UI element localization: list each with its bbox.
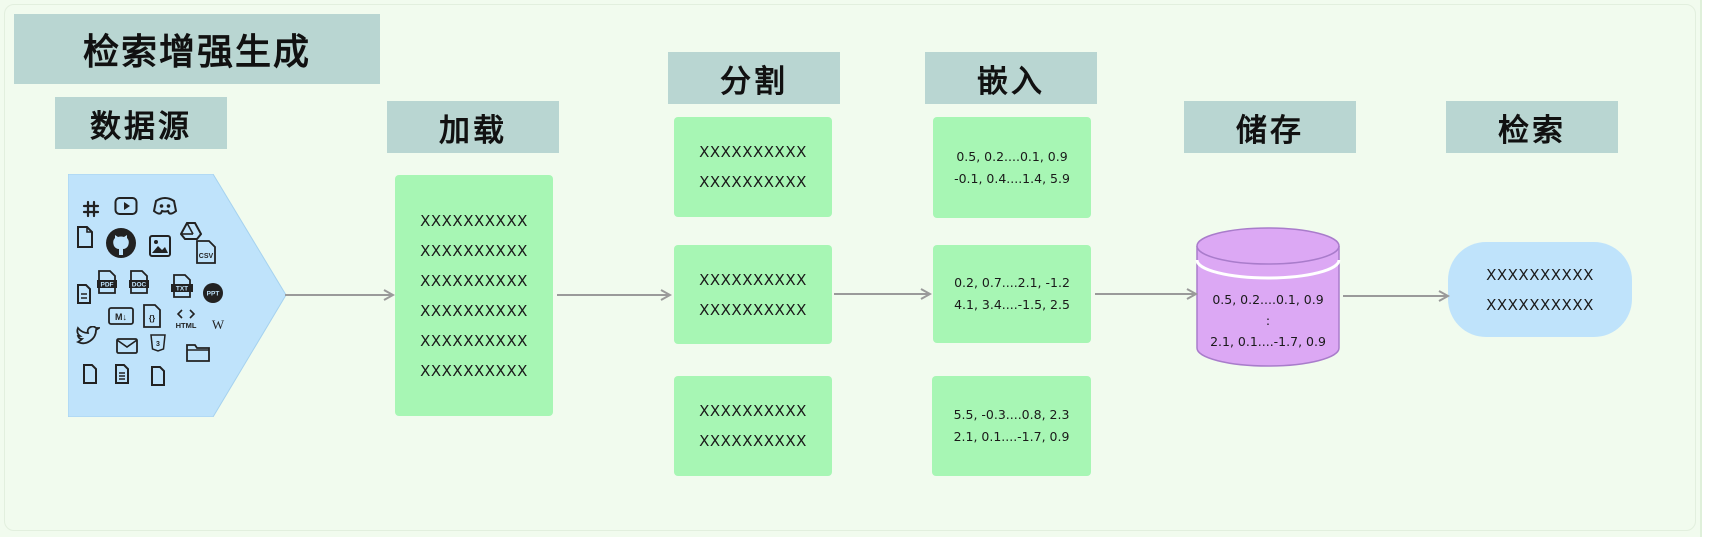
vector-line: 0.2, 0.7....2.1, -1.2: [954, 275, 1070, 290]
slack-icon: [82, 200, 100, 218]
diagram-panel: [4, 4, 1696, 531]
embedding-box: 5.5, -0.3....0.8, 2.3 2.1, 0.1....-1.7, …: [932, 376, 1091, 476]
txt-icon: TXT: [171, 274, 193, 298]
svg-text:W: W: [212, 317, 225, 332]
label-split: 分割: [668, 52, 840, 104]
split-chunk: XXXXXXXXXX XXXXXXXXXX: [674, 376, 832, 476]
svg-text:DOC: DOC: [132, 282, 147, 289]
svg-text:TXT: TXT: [176, 286, 188, 293]
svg-text:HTML: HTML: [176, 321, 197, 330]
load-line: XXXXXXXXXX: [420, 301, 528, 320]
discord-icon: [152, 197, 178, 215]
database-values: 0.5, 0.2....0.1, 0.9 : 2.1, 0.1....-1.7,…: [1195, 280, 1341, 360]
diagram-title: 检索增强生成: [14, 14, 380, 84]
json-icon: {}: [143, 304, 161, 328]
file-icon: [83, 364, 97, 384]
youtube-icon: [114, 197, 138, 215]
db-line: :: [1265, 312, 1271, 328]
label-store: 储存: [1184, 101, 1356, 153]
chunk-line: XXXXXXXXXX: [699, 432, 807, 450]
ppt-icon: PPT: [203, 283, 223, 303]
db-line: 2.1, 0.1....-1.7, 0.9: [1210, 333, 1326, 349]
retrieval-line: XXXXXXXXXX: [1486, 265, 1594, 284]
markdown-icon: M↓: [108, 307, 134, 325]
label-retrieve: 检索: [1446, 101, 1618, 153]
chunk-line: XXXXXXXXXX: [699, 402, 807, 420]
load-line: XXXXXXXXXX: [420, 241, 528, 260]
embedding-box: 0.2, 0.7....2.1, -1.2 4.1, 3.4....-1.5, …: [933, 245, 1091, 343]
vector-line: 5.5, -0.3....0.8, 2.3: [953, 407, 1070, 422]
text-file-icon: [115, 364, 129, 384]
css-icon: 3: [150, 334, 166, 352]
folder-icon: [186, 344, 210, 362]
github-icon: [106, 228, 136, 258]
svg-text:{}: {}: [149, 314, 155, 323]
wikipedia-icon: W: [212, 317, 225, 332]
vector-database-icon: [1195, 227, 1341, 367]
split-chunk: XXXXXXXXXX XXXXXXXXXX: [674, 245, 832, 344]
load-line: XXXXXXXXXX: [420, 211, 528, 230]
vector-line: 4.1, 3.4....-1.5, 2.5: [954, 297, 1070, 312]
pdf-icon: PDF: [97, 270, 117, 294]
image-icon: [149, 235, 171, 257]
svg-text:3: 3: [156, 341, 160, 348]
load-line: XXXXXXXXXX: [420, 331, 528, 350]
file-icon: [151, 366, 165, 386]
file-icon: [77, 226, 93, 248]
label-embed: 嵌入: [925, 52, 1097, 104]
split-chunk: XXXXXXXXXX XXXXXXXXXX: [674, 117, 832, 217]
vector-line: 2.1, 0.1....-1.7, 0.9: [953, 429, 1070, 444]
chunk-line: XXXXXXXXXX: [699, 143, 807, 161]
csv-icon: CSV: [196, 240, 216, 264]
retrieval-result: XXXXXXXXXX XXXXXXXXXX: [1448, 242, 1632, 337]
label-load: 加载: [387, 101, 559, 153]
twitter-icon: [76, 326, 100, 345]
vector-line: -0.1, 0.4....1.4, 5.9: [954, 170, 1070, 186]
google-drive-icon: [180, 222, 202, 240]
db-line: 0.5, 0.2....0.1, 0.9: [1212, 291, 1324, 307]
load-line: XXXXXXXXXX: [420, 361, 528, 380]
svg-text:M↓: M↓: [115, 312, 127, 322]
svg-text:PPT: PPT: [207, 291, 220, 298]
svg-text:PDF: PDF: [101, 282, 114, 289]
html-icon: HTML: [176, 309, 197, 330]
retrieval-line: XXXXXXXXXX: [1486, 295, 1594, 314]
chunk-line: XXXXXXXXXX: [699, 173, 807, 191]
chunk-line: XXXXXXXXXX: [699, 300, 807, 319]
load-box: XXXXXXXXXX XXXXXXXXXX XXXXXXXXXX XXXXXXX…: [395, 175, 553, 416]
doc-icon: [77, 284, 91, 304]
load-line: XXXXXXXXXX: [420, 271, 528, 290]
embedding-box: 0.5, 0.2....0.1, 0.9 -0.1, 0.4....1.4, 5…: [933, 117, 1091, 218]
label-source: 数据源: [55, 97, 227, 149]
data-source-box: CSV PDF DOC TXT PPT M↓ {} HTML W 3: [68, 174, 286, 417]
vector-line: 0.5, 0.2....0.1, 0.9: [956, 148, 1068, 164]
chunk-line: XXXXXXXXXX: [699, 270, 807, 289]
email-icon: [116, 338, 138, 354]
docx-icon: DOC: [129, 270, 149, 294]
svg-text:CSV: CSV: [199, 253, 214, 260]
